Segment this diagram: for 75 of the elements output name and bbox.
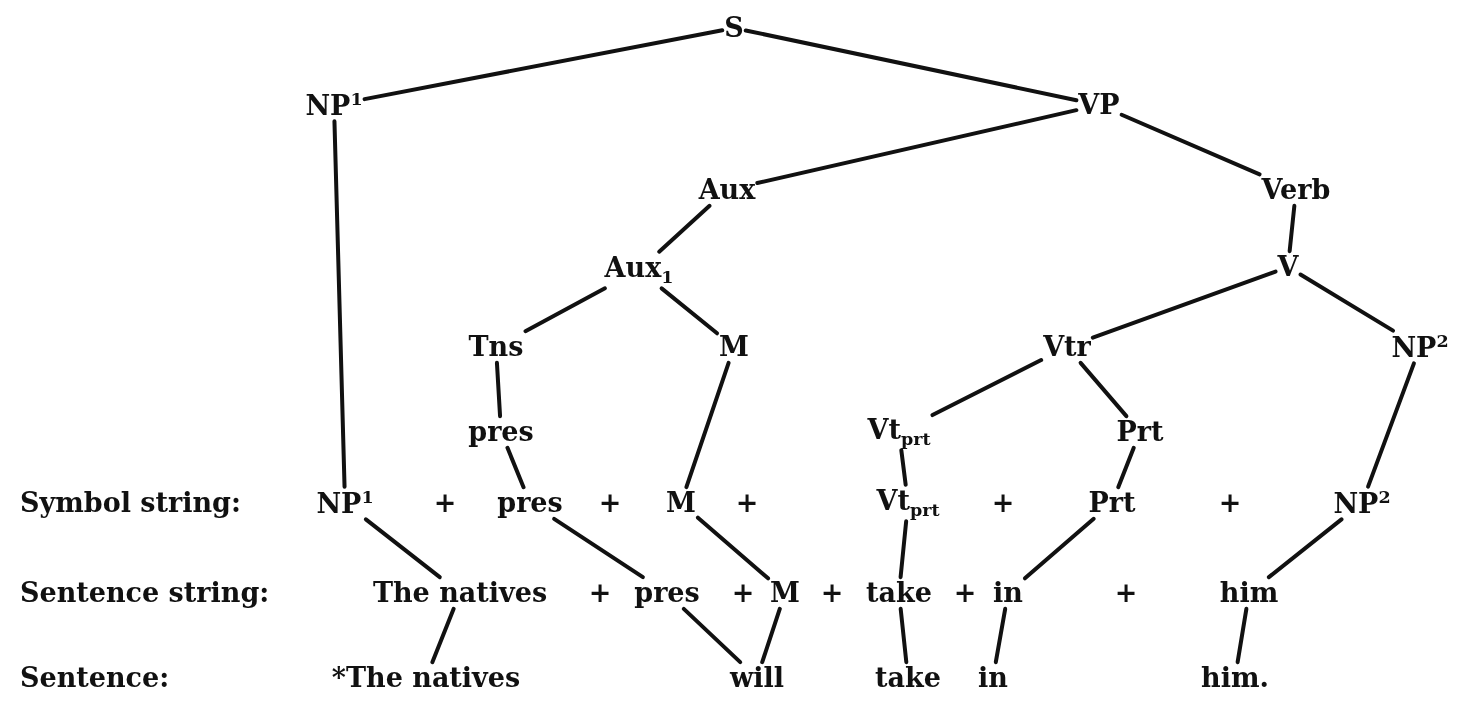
category-label: Prt	[1088, 488, 1136, 518]
branch-line	[659, 286, 720, 336]
plus-sign: +	[991, 488, 1015, 518]
word-label: The natives	[372, 578, 548, 608]
branch-line	[993, 606, 1008, 665]
word-label: him	[1219, 578, 1279, 608]
branch-line	[1090, 269, 1278, 340]
branch-line	[760, 606, 782, 665]
branch-line	[930, 358, 1044, 418]
branch-line	[755, 108, 1079, 186]
category-label: pres	[497, 488, 563, 518]
branch-line	[899, 448, 908, 487]
word-label: in	[993, 578, 1023, 608]
branch-line	[1022, 516, 1096, 581]
plus-sign: +	[1114, 578, 1138, 608]
category-label: Verb	[1261, 175, 1331, 205]
category-label: V	[1277, 252, 1299, 282]
category-label: NP$^{2}$	[1391, 331, 1449, 363]
word-label: in	[978, 663, 1008, 693]
branch-line	[1078, 360, 1129, 419]
branch-line	[332, 119, 347, 489]
branch-line	[552, 516, 645, 580]
category-label: NP$^{2}$	[1333, 487, 1391, 519]
branch-line	[1119, 112, 1262, 177]
plus-sign: +	[598, 488, 622, 518]
branch-line	[657, 203, 712, 254]
branch-line	[743, 28, 1079, 103]
branch-line	[681, 606, 743, 665]
category-label: NP$^{1}$	[305, 89, 363, 121]
branch-line	[898, 519, 909, 580]
branch-line	[1287, 203, 1297, 254]
word-label: *The natives	[331, 663, 521, 693]
branch-line	[898, 606, 909, 665]
plus-sign: +	[433, 488, 457, 518]
word-label: take	[875, 663, 941, 693]
word-label: pres	[634, 578, 700, 608]
category-label: Aux$_{1}$	[604, 252, 674, 288]
category-label: VP	[1078, 90, 1120, 120]
plus-sign: +	[735, 488, 759, 518]
branch-line	[494, 360, 503, 419]
branch-line	[1298, 272, 1396, 333]
word-label: take	[866, 578, 932, 608]
plus-sign: +	[820, 578, 844, 608]
category-label: Prt	[1116, 417, 1164, 447]
category-label: S	[724, 13, 744, 43]
category-label: Vt$_{prt}$	[876, 485, 940, 521]
row-label: Sentence string:	[20, 578, 270, 608]
plus-sign: +	[731, 578, 755, 608]
word-label: will	[730, 663, 784, 693]
category-label: M	[666, 488, 696, 518]
branch-line	[695, 515, 771, 581]
category-label: NP$^{1}$	[316, 487, 374, 519]
branch-line	[505, 445, 526, 490]
category-label: Tns	[468, 332, 524, 362]
category-label: Aux	[698, 175, 756, 205]
category-label: Vt$_{prt}$	[867, 414, 931, 450]
branch-line	[362, 28, 725, 102]
category-label: Vtr	[1043, 332, 1091, 362]
plus-sign: +	[1218, 488, 1242, 518]
branch-line	[523, 286, 607, 334]
plus-sign: +	[588, 578, 612, 608]
branch-line	[1235, 606, 1249, 665]
branch-line	[1116, 445, 1136, 490]
row-label: Sentence:	[20, 663, 170, 693]
category-label: pres	[468, 417, 534, 447]
word-label: him.	[1201, 663, 1269, 693]
category-label: M	[719, 332, 749, 362]
branch-line	[1366, 361, 1416, 489]
branch-line	[1266, 517, 1344, 580]
branch-line	[430, 606, 456, 665]
branch-line	[684, 360, 731, 490]
branch-line	[363, 517, 442, 580]
word-label: M	[770, 578, 800, 608]
row-label: Symbol string:	[20, 488, 241, 518]
plus-sign: +	[953, 578, 977, 608]
